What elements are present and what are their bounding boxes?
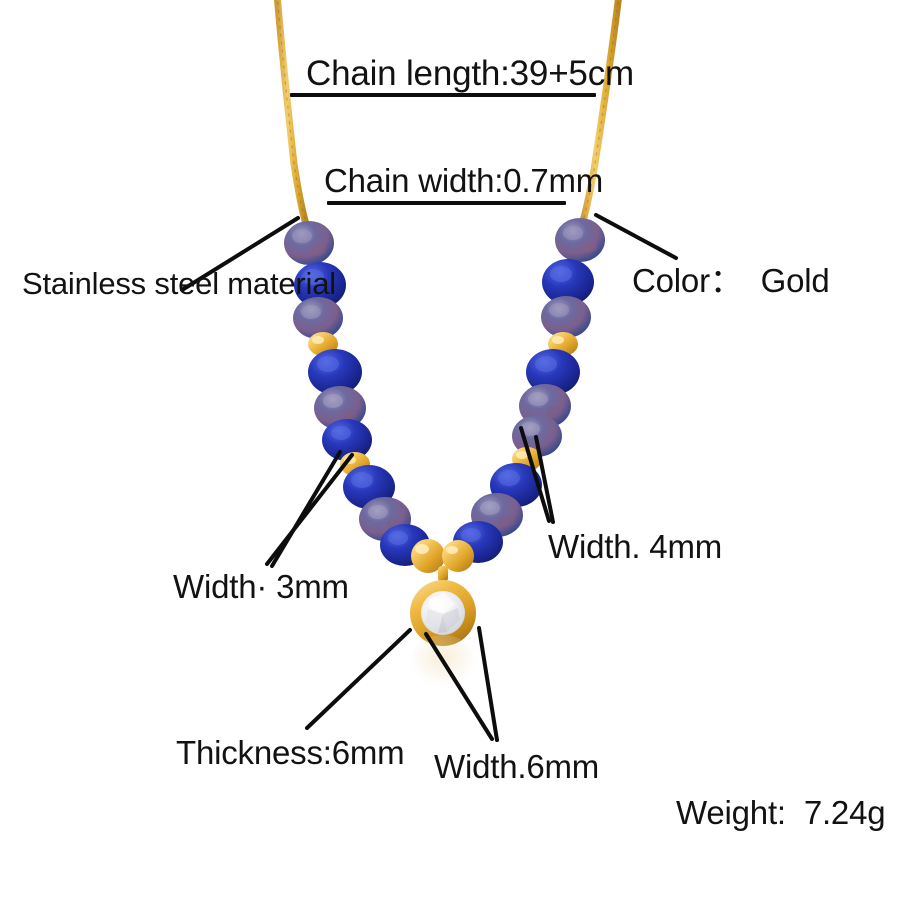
gold-chain bbox=[274, 0, 622, 228]
bead-right-3 bbox=[541, 296, 591, 338]
leader-width4-a bbox=[519, 426, 551, 523]
bead-left-1 bbox=[284, 221, 334, 265]
bead-left-2 bbox=[294, 262, 346, 308]
leader-width6-a bbox=[424, 632, 494, 741]
bead-left-5 bbox=[314, 386, 366, 430]
color-label: Color： Gold bbox=[632, 262, 830, 299]
chain-width-underline bbox=[327, 201, 566, 205]
crystal-pendant bbox=[410, 566, 476, 691]
leader-width3-a bbox=[265, 453, 354, 566]
gold-bead-center-right bbox=[442, 540, 474, 572]
gold-bead-center-left bbox=[411, 539, 445, 573]
leader-material bbox=[180, 216, 300, 292]
leader-color bbox=[594, 213, 678, 260]
bead-left-6 bbox=[322, 419, 372, 461]
bead-right-4 bbox=[526, 349, 580, 395]
bead-right-2 bbox=[542, 259, 594, 305]
weight-label: Weight: 7.24g bbox=[676, 794, 886, 831]
bead-right-1 bbox=[555, 218, 605, 262]
bead-width-3mm-label: Width· 3mm bbox=[173, 568, 349, 605]
pendant-width-6mm-label: Width.6mm bbox=[434, 748, 600, 785]
chain-length-underline bbox=[290, 93, 596, 97]
leader-thickness6 bbox=[305, 628, 412, 730]
bead-left-4 bbox=[308, 349, 362, 395]
bead-strand bbox=[284, 218, 605, 573]
pendant-bail bbox=[438, 566, 448, 582]
crystal-highlight bbox=[429, 597, 441, 609]
leader-width4-b bbox=[534, 435, 555, 524]
bead-left-3 bbox=[293, 297, 343, 339]
leader-width6-b bbox=[477, 626, 499, 742]
material-label: Stainless steel material bbox=[22, 266, 336, 301]
bead-width-4mm-label: Width. 4mm bbox=[548, 528, 723, 565]
chain-width-label: Chain width:0.7mm bbox=[324, 162, 604, 199]
pendant-thickness-label: Thickness:6mm bbox=[176, 734, 405, 771]
leader-width3-b bbox=[270, 450, 342, 568]
leader-lines bbox=[180, 213, 678, 742]
chain-length-label: Chain length:39+5cm bbox=[306, 54, 634, 93]
